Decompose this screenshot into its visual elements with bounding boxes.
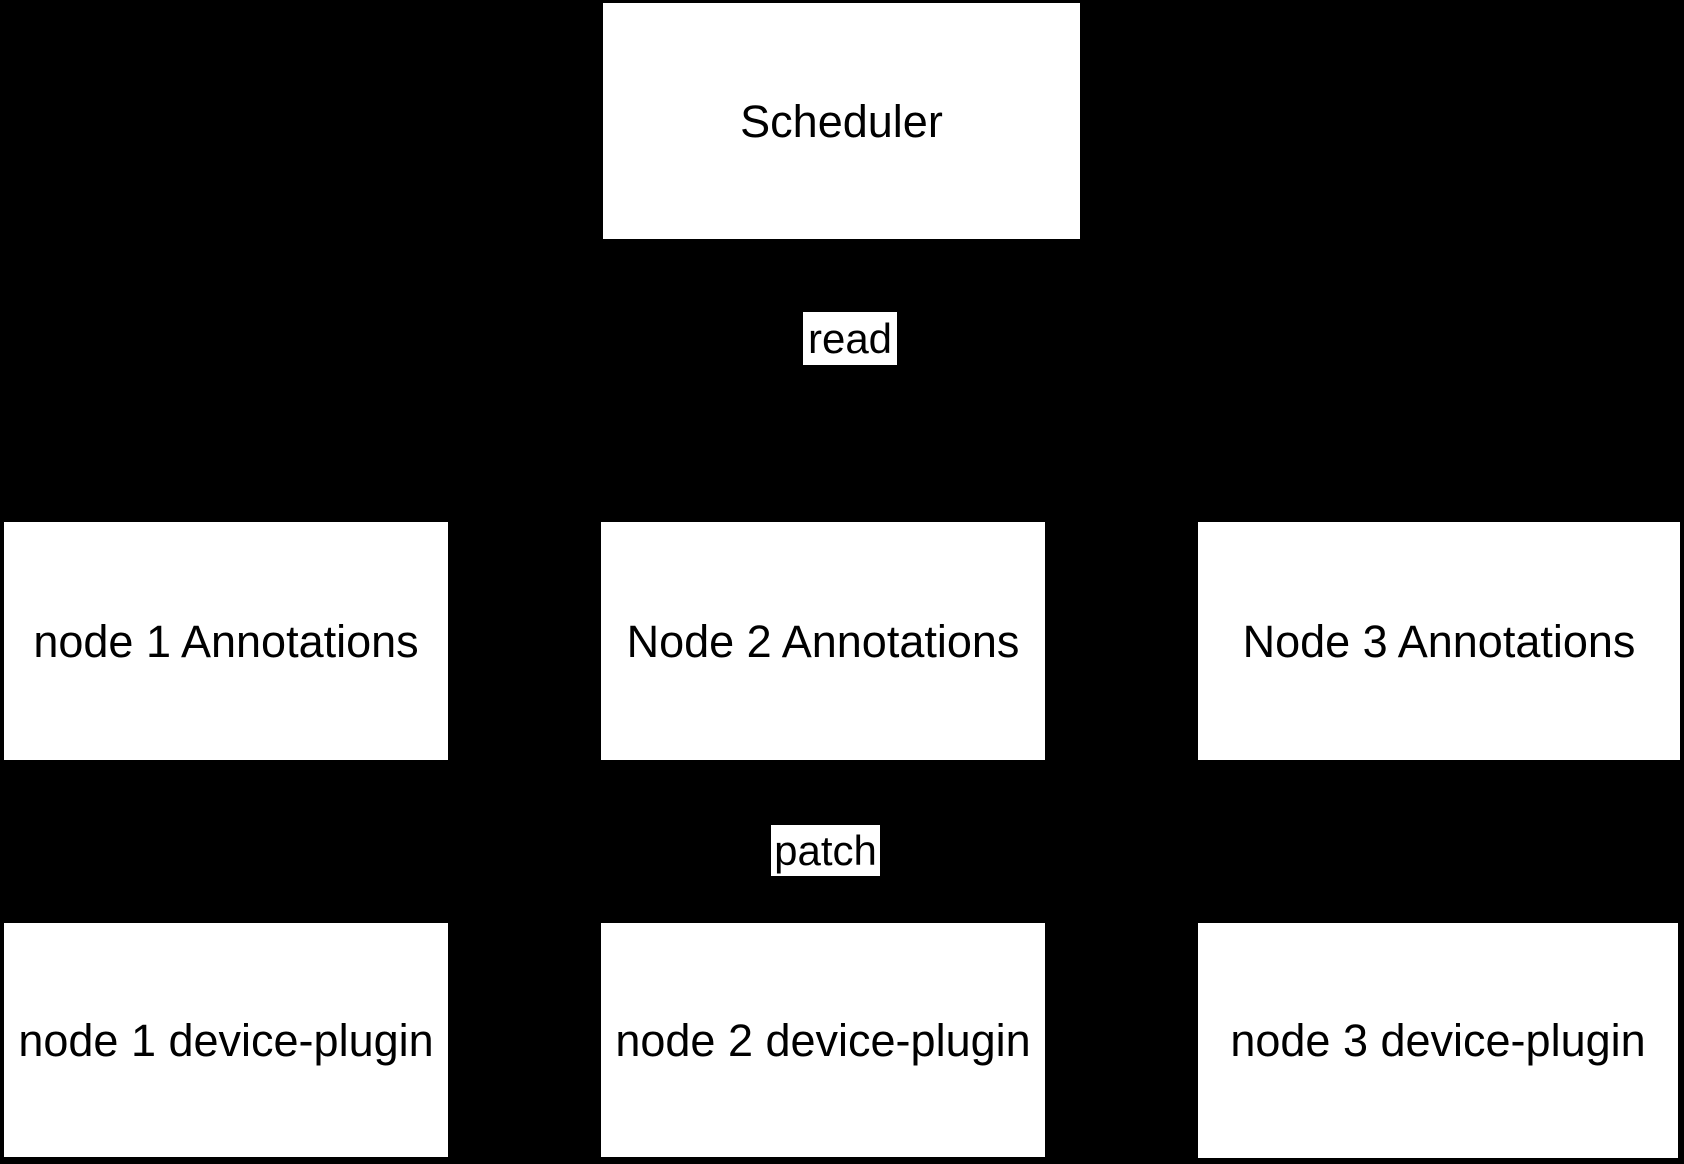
node-1-device-plugin-box: node 1 device-plugin: [4, 923, 448, 1157]
read-edge-label: read: [803, 312, 897, 365]
node-2-device-plugin-box: node 2 device-plugin: [601, 923, 1045, 1157]
scheduler-node: Scheduler: [603, 3, 1080, 239]
patch-edge-label: patch: [771, 825, 880, 876]
node-2-annotations-box: Node 2 Annotations: [601, 522, 1045, 760]
node-3-device-plugin-box: node 3 device-plugin: [1198, 923, 1678, 1158]
node-1-annotations-box: node 1 Annotations: [4, 522, 448, 760]
node-3-annotations-box: Node 3 Annotations: [1198, 522, 1680, 760]
